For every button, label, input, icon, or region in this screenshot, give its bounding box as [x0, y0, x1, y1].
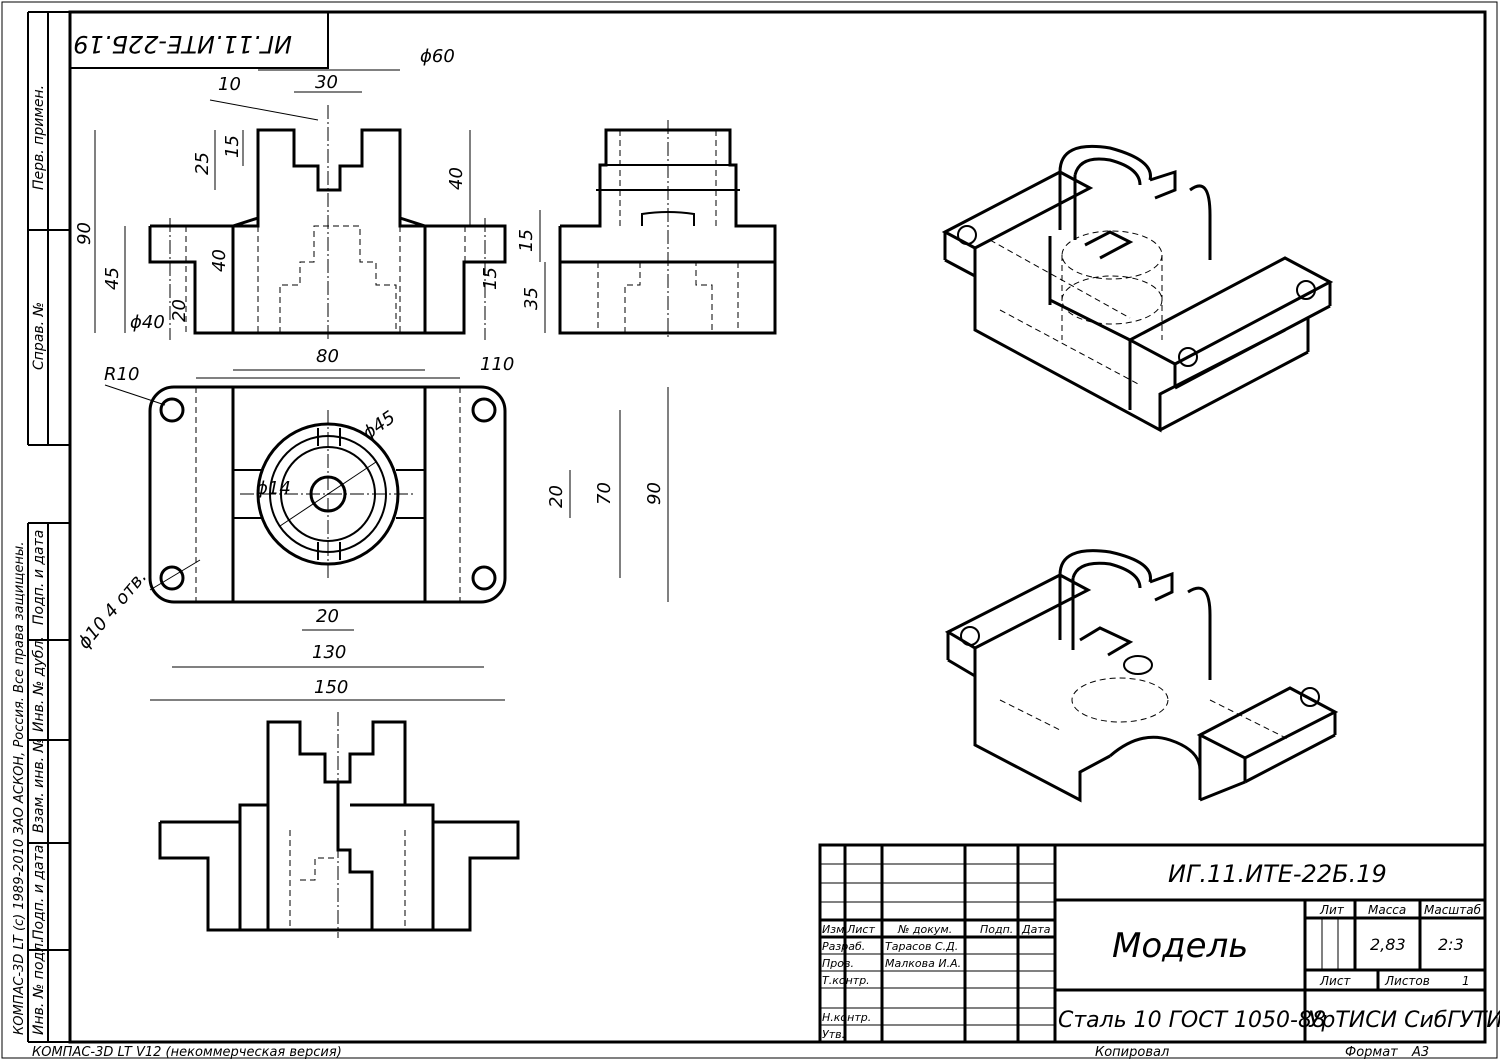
mass-value: 2,83 — [1370, 935, 1406, 954]
dim-10: 10 — [218, 74, 241, 95]
format-value: А3 — [1411, 1045, 1429, 1060]
podp-data-label-2: Подп. и дата — [31, 845, 47, 940]
role-ncontrol: Н.контр. — [822, 1011, 871, 1024]
top-designation-text: ИГ.11.ИТЕ-22Б.19 — [73, 30, 292, 58]
dim-90-vertical: 90 — [74, 222, 95, 245]
dim-phi60: ϕ60 — [420, 46, 455, 67]
dim-30: 30 — [315, 72, 338, 93]
dim-40-top: 40 — [446, 167, 467, 190]
sprav-label: Справ. № — [31, 302, 47, 370]
role-developer: Разраб. — [822, 940, 865, 953]
mass-label: Масса — [1368, 903, 1406, 917]
dim-phi40: ϕ40 — [130, 312, 165, 333]
perv-primen-label: Перв. примен. — [31, 85, 47, 190]
sheets-label: Листов — [1384, 974, 1430, 988]
top-designation-stamp: ИГ.11.ИТЕ-22Б.19 — [69, 11, 329, 69]
isometric-view-1 — [941, 144, 1334, 433]
section-view — [158, 712, 520, 938]
role-tcontrol: Т.контр. — [822, 974, 870, 987]
dim-15-mid: 15 — [480, 267, 501, 290]
copied-label: Копировал — [1095, 1045, 1169, 1060]
copyright-vertical: КОМПАС-3D LT (c) 1989-2010 ЗАО АСКОН, Ро… — [12, 542, 27, 1035]
dim-20-bottom: 20 — [316, 606, 339, 627]
col-sign: Подп. — [980, 923, 1013, 936]
footer: КОМПАС-3D LT V12 (некоммерческая версия)… — [32, 1045, 1429, 1060]
dimension-lines — [94, 69, 669, 701]
side-view — [558, 120, 777, 340]
dim-90-plan: 90 — [644, 482, 665, 505]
dim-110: 110 — [480, 354, 514, 375]
checker-name: Малкова И.А. — [885, 957, 961, 970]
dim-45: 45 — [102, 267, 123, 290]
plan-view — [148, 385, 507, 604]
inv-podl-label: Инв. № подл. — [31, 938, 47, 1035]
dim-20-left: 20 — [169, 299, 190, 322]
inv-dubl-label: Инв. № дубл. — [31, 636, 47, 732]
left-strip-labels: Перв. примен. Справ. № Подп. и дата Инв.… — [12, 85, 47, 1035]
col-date: Дата — [1021, 923, 1051, 936]
col-doc: № докум. — [897, 923, 952, 936]
vzam-inv-label: Взам. инв. № — [31, 738, 47, 833]
role-approved: Утв. — [822, 1028, 845, 1041]
version-text: КОМПАС-3D LT V12 (некоммерческая версия) — [32, 1045, 342, 1060]
dim-70: 70 — [594, 482, 615, 505]
title-block — [818, 843, 1487, 1044]
format-label: Формат — [1345, 1045, 1398, 1060]
stamp-material: Сталь 10 ГОСТ 1050-88 — [1058, 1008, 1326, 1033]
role-checker: Пров. — [822, 957, 854, 970]
dim-35: 35 — [521, 287, 542, 310]
dim-15-right: 15 — [516, 229, 537, 252]
stamp-title: Модель — [1112, 926, 1248, 966]
col-list: Лист — [846, 923, 875, 936]
lit-label: Лит — [1319, 903, 1345, 917]
col-izm: Изм. — [822, 923, 848, 936]
dim-phi14: ϕ14 — [256, 478, 291, 499]
dim-130: 130 — [312, 642, 346, 663]
dim-40-left: 40 — [209, 249, 230, 272]
title-block-text: ИГ.11.ИТЕ-22Б.19 Модель Сталь 10 ГОСТ 10… — [822, 860, 1500, 1041]
developer-name: Тарасов С.Д. — [885, 940, 958, 953]
sheet-label: Лист — [1319, 974, 1351, 988]
dim-80: 80 — [316, 346, 339, 367]
scale-value: 2:3 — [1438, 935, 1464, 954]
front-view — [148, 105, 507, 340]
sheets-value: 1 — [1462, 974, 1470, 988]
isometric-view-2 — [944, 549, 1339, 803]
stamp-designation: ИГ.11.ИТЕ-22Б.19 — [1168, 860, 1387, 888]
stamp-organization: УрТИСИ СибГУТИ — [1308, 1008, 1500, 1033]
dim-20-plan: 20 — [546, 485, 567, 508]
dim-25: 25 — [192, 152, 213, 175]
dim-150: 150 — [314, 677, 348, 698]
dim-r10: R10 — [104, 364, 139, 385]
scale-label: Масштаб — [1424, 903, 1482, 917]
podp-data-label-1: Подп. и дата — [31, 530, 47, 625]
dim-15-top: 15 — [222, 135, 243, 158]
